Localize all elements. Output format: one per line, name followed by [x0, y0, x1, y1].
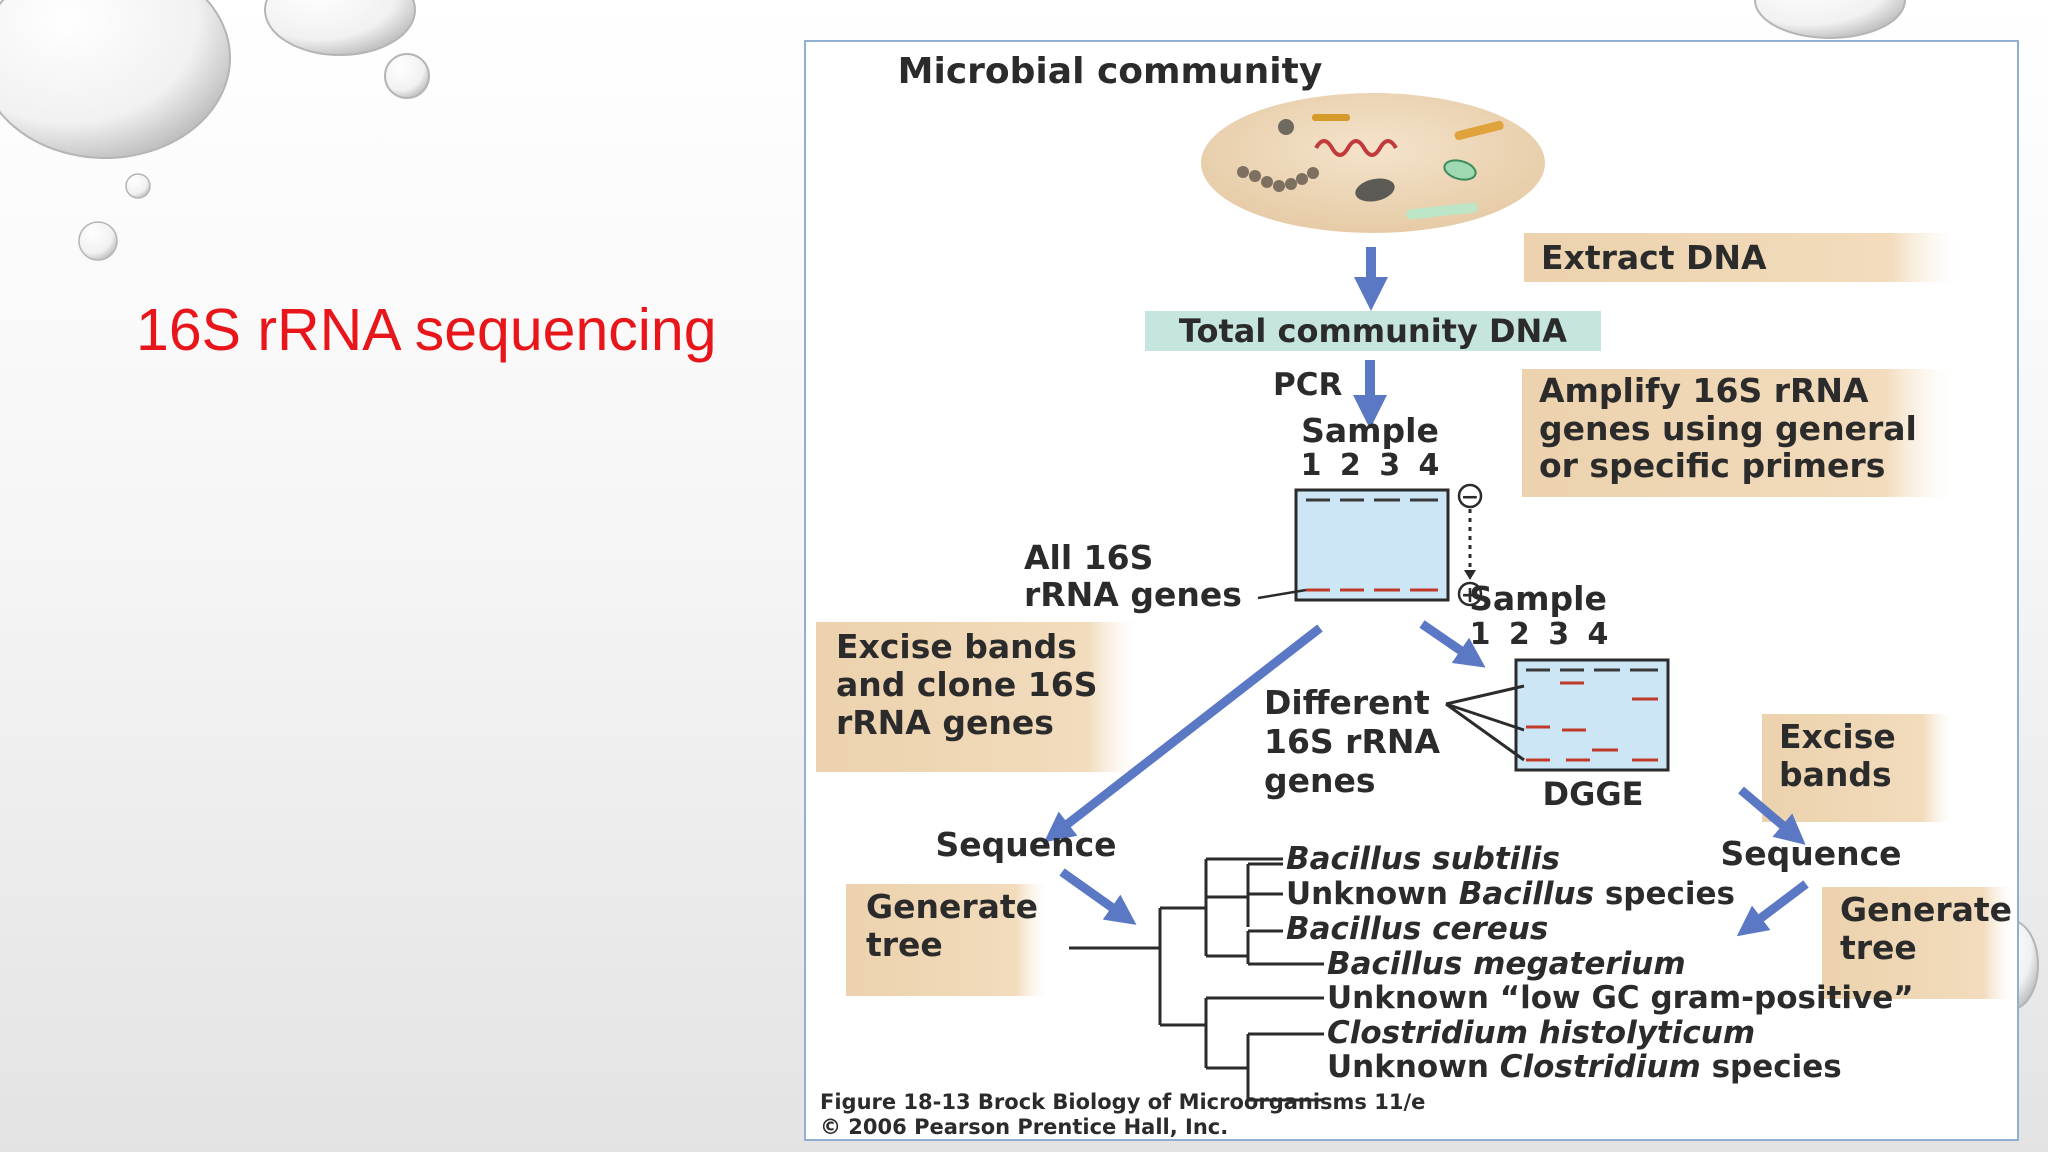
all16s-line-1: All 16S	[1024, 538, 1153, 577]
minus-sign: −	[1461, 485, 1479, 510]
different-line-3: genes	[1264, 761, 1376, 800]
figure-caption-line-1: Figure 18-13 Brock Biology of Microorgan…	[820, 1090, 1425, 1114]
community-analysis-diagram: Microbial community Extract DNA Total co…	[816, 51, 2012, 1139]
generate-tree-right-line-2: tree	[1840, 928, 1917, 967]
figure-panel: Microbial community Extract DNA Total co…	[804, 40, 2019, 1141]
amplify-box	[1522, 369, 1950, 497]
total-dna-label: Total community DNA	[1179, 312, 1567, 350]
plus-electrode-icon	[1457, 581, 1483, 607]
excise-bands-box	[1762, 714, 1952, 822]
extract-dna-label: Extract DNA	[1541, 238, 1767, 277]
amplify-line-2: genes using general	[1539, 409, 1917, 448]
sample-label-gel1: Sample	[1301, 411, 1439, 450]
excise-clone-box	[816, 622, 1136, 772]
pcr-label: PCR	[1273, 367, 1342, 403]
slide-title: 16S rRNA sequencing	[136, 297, 717, 363]
water-droplet	[0, 0, 231, 159]
taxon-bacillus-cereus: Bacillus cereus	[1286, 911, 1548, 947]
lane-numbers-gel1: 1 2 3 4	[1301, 448, 1444, 483]
gel-2-dgge	[1514, 658, 1670, 772]
taxon-unknown-low-gc: Unknown “low GC gram-positive”	[1327, 980, 1914, 1016]
gel-2-bands	[1526, 681, 1658, 762]
excise-clone-line-2: and clone 16S	[836, 665, 1097, 704]
migration-arrowhead	[1464, 570, 1476, 580]
different-pointers	[1445, 684, 1525, 762]
water-droplet	[1754, 0, 1906, 39]
taxon-clostridium-histolyticum: Clostridium histolyticum	[1327, 1015, 1755, 1051]
amplify-line-3: or specific primers	[1539, 446, 1885, 485]
taxon-bacillus-subtilis: Bacillus subtilis	[1286, 841, 1560, 877]
water-droplet	[264, 0, 416, 56]
water-droplet	[125, 173, 151, 199]
sequence-label-left: Sequence	[935, 825, 1116, 864]
different-line-1: Different	[1264, 683, 1430, 722]
taxon-unknown-clostridium: Unknown Clostridium species	[1327, 1049, 1842, 1085]
all16s-pointer	[1257, 588, 1307, 600]
total-dna-box	[1145, 311, 1601, 351]
excise-bands-line-2: bands	[1779, 755, 1892, 794]
gel-1	[1294, 488, 1450, 602]
generate-tree-left-line-2: tree	[866, 925, 943, 964]
flow-arrow	[1736, 880, 1809, 937]
dgge-label: DGGE	[1543, 775, 1644, 813]
excise-bands-line-1: Excise	[1779, 717, 1896, 756]
generate-tree-left-line-1: Generate	[866, 887, 1038, 926]
microbial-community-illustration	[1201, 93, 1545, 233]
lane-numbers-gel2: 1 2 3 4	[1470, 617, 1613, 652]
taxon-bacillus-megaterium: Bacillus megaterium	[1327, 946, 1686, 982]
minus-electrode-icon	[1457, 483, 1483, 509]
generate-tree-right-line-1: Generate	[1840, 890, 2012, 929]
amplify-line-1: Amplify 16S rRNA	[1539, 371, 1869, 410]
sample-label-gel2: Sample	[1469, 579, 1607, 618]
generate-tree-box-right	[1822, 887, 2012, 999]
extract-dna-box	[1524, 233, 1956, 282]
flow-arrow-right	[1419, 620, 1486, 668]
flow-arrow	[1738, 786, 1806, 845]
taxon-unknown-bacillus: Unknown Bacillus species	[1286, 876, 1735, 912]
flow-arrow-left	[1043, 624, 1323, 843]
plus-sign: +	[1461, 583, 1479, 608]
all16s-line-2: rRNA genes	[1024, 575, 1242, 614]
different-line-2: 16S rRNA	[1264, 722, 1440, 761]
figure-caption-line-2: © 2006 Pearson Prentice Hall, Inc.	[820, 1115, 1228, 1139]
water-droplet	[384, 53, 430, 99]
phylogenetic-tree	[1069, 857, 1324, 1102]
excise-clone-line-3: rRNA genes	[836, 703, 1054, 742]
flow-arrow	[1059, 868, 1137, 925]
generate-tree-box-left	[846, 884, 1046, 996]
sequence-label-right: Sequence	[1720, 834, 1901, 873]
water-droplet	[78, 221, 118, 261]
community-title: Microbial community	[898, 51, 1323, 92]
excise-clone-line-1: Excise bands	[836, 627, 1077, 666]
